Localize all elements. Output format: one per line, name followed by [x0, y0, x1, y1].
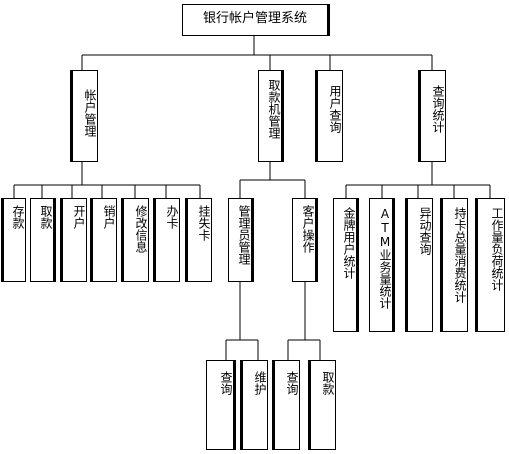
stats-item-label: 工作量负荷统计 — [490, 207, 504, 291]
node-admin-label: 管理员管理 — [237, 205, 251, 265]
root-node: 银行帐户管理系统 — [182, 4, 330, 36]
customer-item-label: 取款 — [321, 371, 335, 395]
root-label: 银行帐户管理系统 — [202, 11, 307, 26]
account-item-label: 修改信息 — [134, 205, 148, 253]
stats-item-label: 持卡总量消费统计 — [453, 207, 467, 303]
stats-item-label: ATM业务量统计 — [378, 207, 392, 309]
node-customer-label: 客户操作 — [301, 205, 315, 253]
account-item-deposit: 存款 — [1, 198, 26, 282]
account-item-card: 办卡 — [153, 198, 180, 282]
account-item-lost-card: 挂失卡 — [185, 198, 212, 282]
stats-item-card-total: 持卡总量消费统计 — [440, 198, 468, 332]
admin-item-label: 维护 — [253, 371, 267, 395]
node-user-query: 用户查询 — [315, 70, 343, 162]
node-user-query-label: 用户查询 — [328, 85, 342, 133]
account-item-open: 开户 — [60, 198, 87, 282]
node-customer: 客户操作 — [292, 198, 318, 282]
node-atm: 取款机管理 — [258, 70, 284, 162]
account-item-modify: 修改信息 — [121, 198, 149, 282]
account-item-label: 办卡 — [165, 205, 179, 229]
node-account-label: 帐户管理 — [83, 89, 97, 137]
node-stats-label: 查询统计 — [431, 85, 445, 133]
customer-item-withdraw: 取款 — [308, 360, 336, 450]
customer-item-label: 查询 — [285, 371, 299, 395]
account-item-label: 销户 — [102, 205, 116, 229]
admin-item-maintain: 维护 — [240, 360, 268, 450]
customer-item-query: 查询 — [272, 360, 300, 450]
account-item-withdraw: 取款 — [30, 198, 56, 282]
account-item-label: 存款 — [11, 205, 25, 229]
node-admin: 管理员管理 — [228, 198, 254, 282]
admin-item-query: 查询 — [206, 360, 236, 450]
node-account: 帐户管理 — [70, 70, 98, 162]
account-item-label: 取款 — [39, 205, 53, 229]
stats-item-gold: 金牌用户统计 — [333, 198, 359, 332]
account-item-label: 挂失卡 — [197, 205, 211, 241]
stats-item-label: 金牌用户统计 — [342, 207, 356, 279]
node-stats: 查询统计 — [418, 70, 446, 162]
stats-item-atm: ATM业务量统计 — [369, 198, 395, 332]
stats-item-label: 异动查询 — [418, 207, 432, 255]
node-atm-label: 取款机管理 — [267, 79, 281, 139]
admin-item-label: 查询 — [219, 371, 233, 395]
account-item-label: 开户 — [72, 205, 86, 229]
stats-item-workload: 工作量负荷统计 — [475, 198, 505, 332]
stats-item-anomaly: 异动查询 — [405, 198, 433, 332]
account-item-close: 销户 — [90, 198, 117, 282]
